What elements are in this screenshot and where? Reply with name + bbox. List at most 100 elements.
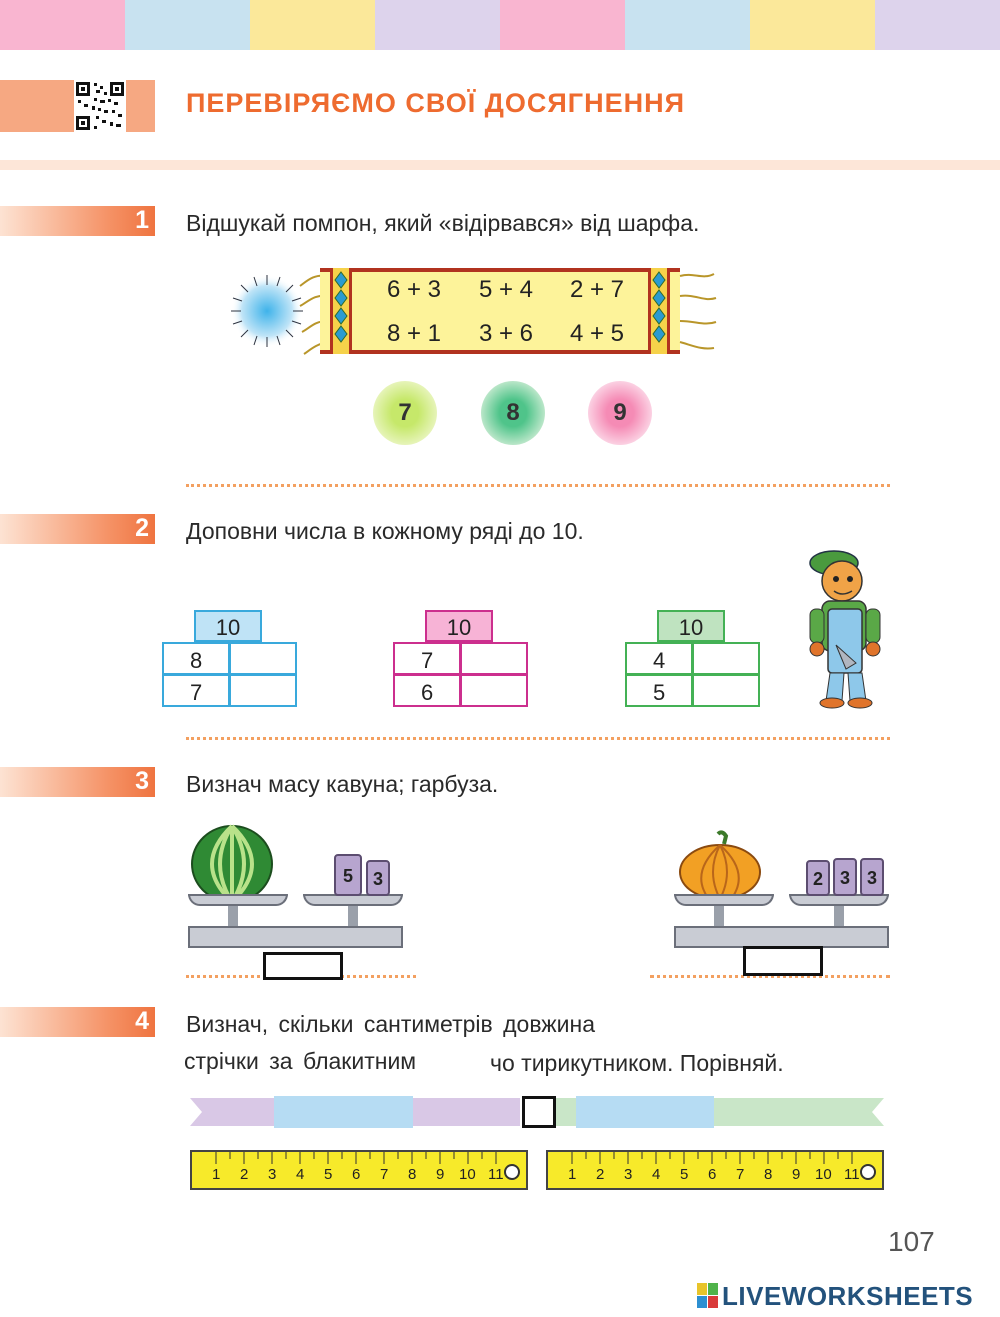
house-answer-cell[interactable]: [460, 642, 528, 675]
task-3-text: Визнач масу кавуна; гарбуза.: [186, 771, 499, 797]
ruler-hole: [860, 1164, 876, 1180]
ruler-tick-label: 10: [815, 1166, 832, 1183]
task-number-tab: 4: [0, 1007, 155, 1037]
qr-code-icon[interactable]: [74, 80, 126, 132]
stripe-segment: [250, 0, 375, 50]
stripe-segment: [750, 0, 875, 50]
house-answer-cell[interactable]: [692, 674, 760, 707]
task-1-text: Відшукай помпон, який «відірвався» від ш…: [186, 210, 700, 236]
house-answer-cell[interactable]: [692, 642, 760, 675]
pompon-option[interactable]: 7: [373, 381, 437, 445]
pompon-option[interactable]: 8: [481, 381, 545, 445]
ribbon: [190, 1096, 884, 1128]
scale-base: [674, 926, 889, 948]
liveworksheets-logo-icon: [697, 1283, 719, 1309]
task-4-text-line2b: чо тирикутником. Порівняй.: [490, 1050, 784, 1076]
dotted-separator: [186, 484, 890, 487]
house-answer-cell[interactable]: [229, 674, 297, 707]
ruler-tick-label: 7: [380, 1166, 389, 1183]
house-given-number: 7: [162, 674, 230, 707]
task-4-text-line2a: стрічки за блакитним: [184, 1048, 417, 1074]
pumpkin-icon: [679, 830, 761, 900]
pompon-value: 8: [506, 399, 520, 426]
weight: 5: [334, 854, 362, 896]
stripe-segment: [125, 0, 250, 50]
scarf: 6 + 3 5 + 4 2 + 7 8 + 1 3 + 6 4 + 5: [320, 268, 680, 354]
house-top-number: 10: [657, 610, 725, 642]
pompon-value: 7: [398, 399, 412, 426]
watermelon-mass-answer[interactable]: [263, 952, 343, 980]
house-answer-cell[interactable]: [229, 642, 297, 675]
scale-pan-left: [188, 894, 288, 906]
scarf-pattern-left: [330, 268, 352, 354]
stripe-segment: [875, 0, 1000, 50]
scarf-expression: 4 + 5: [569, 320, 625, 347]
ruler-tick-label: 1: [212, 1166, 221, 1183]
weight: 2: [806, 860, 830, 896]
pompon-option[interactable]: 9: [588, 381, 652, 445]
stripe-segment: [0, 0, 125, 50]
scarf-expression: 8 + 1: [386, 320, 442, 347]
ruler-tick-label: 6: [708, 1166, 717, 1183]
task-number: 3: [135, 767, 149, 795]
balance-scale: 5 3: [188, 820, 403, 950]
weight: 3: [833, 858, 857, 896]
house-given-number: 6: [393, 674, 461, 707]
scarf-expression: 6 + 3: [386, 276, 442, 303]
task-number: 1: [135, 206, 149, 234]
task-number-tab: 3: [0, 767, 155, 797]
scarf-fringe-right: [679, 273, 717, 350]
weight: 3: [860, 858, 884, 896]
ruler-tick-label: 2: [596, 1166, 605, 1183]
house-given-number: 5: [625, 674, 693, 707]
dotted-separator: [650, 975, 890, 978]
scale-base: [188, 926, 403, 948]
scarf-expression: 5 + 4: [478, 276, 534, 303]
house-top-number: 10: [425, 610, 493, 642]
scale-post: [348, 906, 358, 928]
scarf-pattern-right: [648, 268, 670, 354]
stripe-segment: [625, 0, 750, 50]
scale-post: [714, 906, 724, 928]
task-number-tab: 1: [0, 206, 155, 236]
task-4-text-line1: Визнач, скільки сантиметрів довжина: [186, 1011, 596, 1037]
scarf-expression: 3 + 6: [478, 320, 534, 347]
loose-pompon-icon[interactable]: [228, 272, 306, 350]
compare-sign-answer[interactable]: [522, 1096, 556, 1128]
weight: 3: [366, 860, 390, 896]
ruler-tick-label: 6: [352, 1166, 361, 1183]
stripe-segment: [375, 0, 500, 50]
watermelon-icon: [191, 824, 273, 904]
ruler-tick-label: 11: [844, 1166, 860, 1183]
ruler-tick-label: 5: [324, 1166, 333, 1183]
ruler-tick-label: 4: [652, 1166, 661, 1183]
cat-gardener-illustration: [800, 545, 895, 710]
dotted-separator: [186, 737, 890, 740]
ruler: 1 2 3 4 5 6 7 8 9 10 11: [546, 1150, 884, 1190]
ruler-tick-label: 9: [792, 1166, 801, 1183]
scale-pan-left: [674, 894, 774, 906]
house-answer-cell[interactable]: [460, 674, 528, 707]
brand-name: LIVEWORKSHEETS: [722, 1281, 974, 1311]
scale-post: [834, 906, 844, 928]
header-divider: [0, 160, 1000, 170]
pumpkin-mass-answer[interactable]: [743, 946, 823, 976]
task-2-text: Доповни числа в кожному ряді до 10.: [186, 518, 584, 544]
ruler-tick-label: 7: [736, 1166, 745, 1183]
ruler-tick-label: 3: [624, 1166, 633, 1183]
ruler-tick-label: 3: [268, 1166, 277, 1183]
task-number: 4: [135, 1007, 149, 1035]
house-given-number: 4: [625, 642, 693, 675]
ruler-tick-label: 10: [459, 1166, 476, 1183]
ruler-hole: [504, 1164, 520, 1180]
scale-post: [228, 906, 238, 928]
stripe-segment: [500, 0, 625, 50]
house-top-number: 10: [194, 610, 262, 642]
ruler-tick-label: 5: [680, 1166, 689, 1183]
house-given-number: 8: [162, 642, 230, 675]
page-number: 107: [888, 1226, 935, 1257]
ruler-tick-label: 1: [568, 1166, 577, 1183]
pompon-value: 9: [613, 399, 627, 426]
ruler-tick-label: 9: [436, 1166, 445, 1183]
task-number: 2: [135, 514, 149, 542]
